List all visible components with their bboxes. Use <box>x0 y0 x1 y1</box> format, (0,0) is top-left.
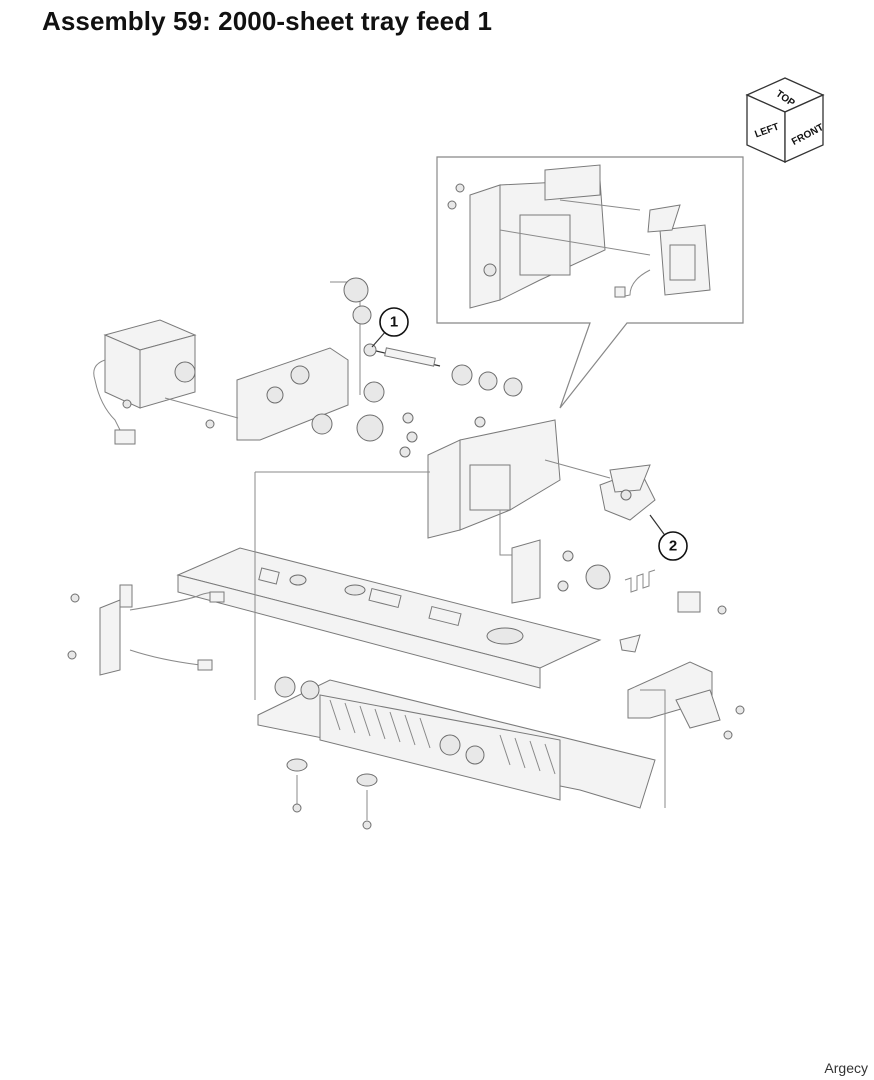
callout-1: 1 <box>379 307 409 337</box>
orientation-cube: TOP LEFT FRONT <box>745 77 826 164</box>
feed-roller-assembly <box>257 676 666 830</box>
cable-harness <box>67 584 225 676</box>
callout-2-number: 2 <box>669 538 677 555</box>
inset-detail-view <box>436 156 744 409</box>
callout-2: 2 <box>658 531 688 561</box>
main-frame <box>176 547 602 689</box>
lever-assembly <box>511 464 727 615</box>
center-bracket <box>255 419 611 556</box>
drive-motor <box>93 319 197 445</box>
watermark: Argecy <box>824 1060 868 1076</box>
right-bracket <box>619 634 745 740</box>
callout-1-number: 1 <box>390 314 398 331</box>
left-side-plate <box>164 281 361 441</box>
gear-train <box>311 277 523 458</box>
page-title: Assembly 59: 2000-sheet tray feed 1 <box>42 6 493 36</box>
